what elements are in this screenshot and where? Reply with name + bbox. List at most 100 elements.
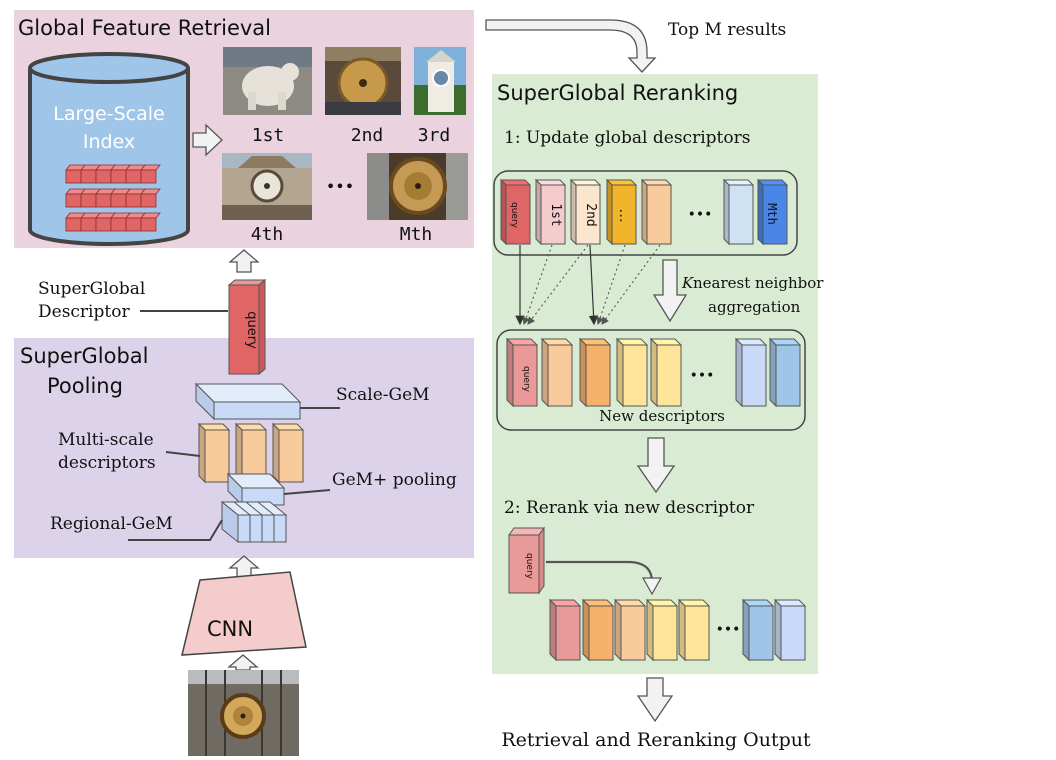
index-block	[80, 164, 101, 184]
new-descriptor	[734, 337, 768, 408]
reranking-title: SuperGlobal Reranking	[497, 81, 738, 105]
aggregation-connections	[515, 244, 661, 326]
index-descriptor-blocks	[65, 164, 161, 232]
top-row-label-dots: ⋮	[614, 208, 628, 224]
top-row-descriptor	[569, 178, 602, 246]
result-label-2nd: 2nd	[351, 125, 384, 146]
query-descriptor: query	[227, 278, 267, 376]
result-thumbnail-1st	[223, 47, 312, 115]
scale-gem-slab	[194, 382, 302, 421]
large-scale-index-database: Large-Scale Index	[28, 52, 190, 246]
multi-scale-descriptor-box	[234, 422, 268, 484]
up-arrow	[227, 654, 259, 671]
index-block	[140, 212, 161, 232]
top-descriptor-row	[499, 178, 789, 246]
result-thumbnail-mth	[367, 153, 468, 220]
pooling-title-line2: Pooling	[47, 374, 123, 398]
result-label-mth: Mth	[400, 224, 433, 245]
rerank-query-descriptor: query	[508, 526, 545, 595]
reranked-descriptor	[581, 598, 615, 662]
index-block	[65, 188, 86, 208]
top-m-results-label: Top M results	[668, 20, 786, 40]
new-row-query-label: query	[521, 366, 531, 393]
result-label-4th: 4th	[251, 224, 284, 245]
top-m-results-arrow	[485, 19, 657, 73]
result-thumbnail-2nd	[325, 47, 401, 115]
multi-scale-label-line1: Multi-scale	[58, 430, 154, 450]
regional-gem-grid	[220, 500, 288, 544]
descriptor-label-line2: Descriptor	[38, 302, 130, 322]
knn-k-label: K	[681, 274, 694, 292]
index-block	[140, 164, 161, 184]
new-descriptor	[540, 337, 574, 408]
index-block	[125, 188, 146, 208]
cnn-label: CNN	[207, 617, 253, 641]
bottom-row-ellipsis: •••	[716, 622, 741, 638]
multi-scale-descriptor-box	[197, 422, 231, 484]
pooling-title-line1: SuperGlobal	[20, 344, 149, 368]
new-descriptors-container	[496, 329, 806, 431]
top-descriptors-container	[493, 170, 798, 256]
rerank-down-arrow	[636, 437, 676, 494]
multi-scale-descriptor-box	[271, 422, 305, 484]
index-to-results-arrow	[192, 123, 223, 157]
scale-gem-label: Scale-GeM	[336, 385, 430, 405]
new-descriptor	[768, 337, 802, 408]
result-thumbnail-4th	[222, 153, 312, 220]
reranked-descriptor-row	[548, 598, 807, 662]
reranked-descriptor	[645, 598, 679, 662]
regional-gem-pointer-line	[128, 519, 223, 541]
top-row-ellipsis: •••	[688, 207, 713, 223]
index-block	[110, 164, 131, 184]
index-block	[125, 164, 146, 184]
new-descriptor	[615, 337, 649, 408]
top-row-labels: query 1st 2nd ⋮ Mth	[509, 202, 779, 229]
gem-plus-pointer-line	[283, 489, 331, 495]
new-descriptor	[505, 337, 539, 408]
query-descriptor-label: query	[244, 311, 259, 349]
result-thumbnail-3rd	[414, 47, 466, 115]
knn-down-arrow	[652, 259, 688, 323]
multi-scale-label-line2: descriptors	[58, 453, 156, 473]
regional-gem-label: Regional-GeM	[50, 514, 173, 534]
new-descriptors-label: New descriptors	[599, 407, 725, 425]
multi-scale-pointer-line	[165, 451, 201, 457]
top-row-label-2nd: 2nd	[583, 203, 598, 226]
step2-label: 2: Rerank via new descriptor	[504, 498, 755, 518]
knn-label-line1: nearest neighbor	[693, 274, 824, 292]
gem-plus-slab	[226, 472, 286, 507]
reranked-descriptor	[613, 598, 647, 662]
index-label-line2: Index	[83, 131, 135, 153]
new-descriptor	[649, 337, 683, 408]
result-label-1st: 1st	[252, 125, 285, 146]
rerank-query-label: query	[524, 553, 534, 580]
knn-label-line2: aggregation	[708, 298, 801, 316]
gem-plus-label: GeM+ pooling	[332, 470, 457, 490]
top-row-descriptor	[640, 178, 673, 246]
top-row-label-query: query	[509, 202, 519, 229]
descriptor-label-line1: SuperGlobal	[38, 279, 145, 299]
top-row-descriptor	[722, 178, 755, 246]
top-row-descriptor	[499, 178, 532, 246]
reranked-descriptor	[548, 598, 582, 662]
global-retrieval-title: Global Feature Retrieval	[18, 16, 271, 40]
result-rank-labels: 1st 2nd 3rd 4th Mth	[251, 125, 451, 245]
top-row-descriptor	[605, 178, 638, 246]
up-arrow	[228, 249, 260, 273]
top-row-label-mth: Mth	[765, 203, 779, 225]
upward-flow-arrows	[227, 249, 260, 671]
index-block	[95, 164, 116, 184]
index-block	[95, 188, 116, 208]
output-label: Retrieval and Reranking Output	[501, 729, 811, 751]
results-ellipsis: •••	[326, 177, 354, 196]
input-image	[188, 670, 299, 756]
top-row-label-1st: 1st	[548, 203, 563, 226]
top-row-descriptor	[756, 178, 789, 246]
cnn-block: CNN	[181, 571, 307, 656]
result-label-3rd: 3rd	[418, 125, 451, 146]
multi-scale-descriptor-boxes	[197, 422, 305, 484]
step1-label: 1: Update global descriptors	[504, 128, 750, 148]
reranked-descriptor	[741, 598, 775, 662]
